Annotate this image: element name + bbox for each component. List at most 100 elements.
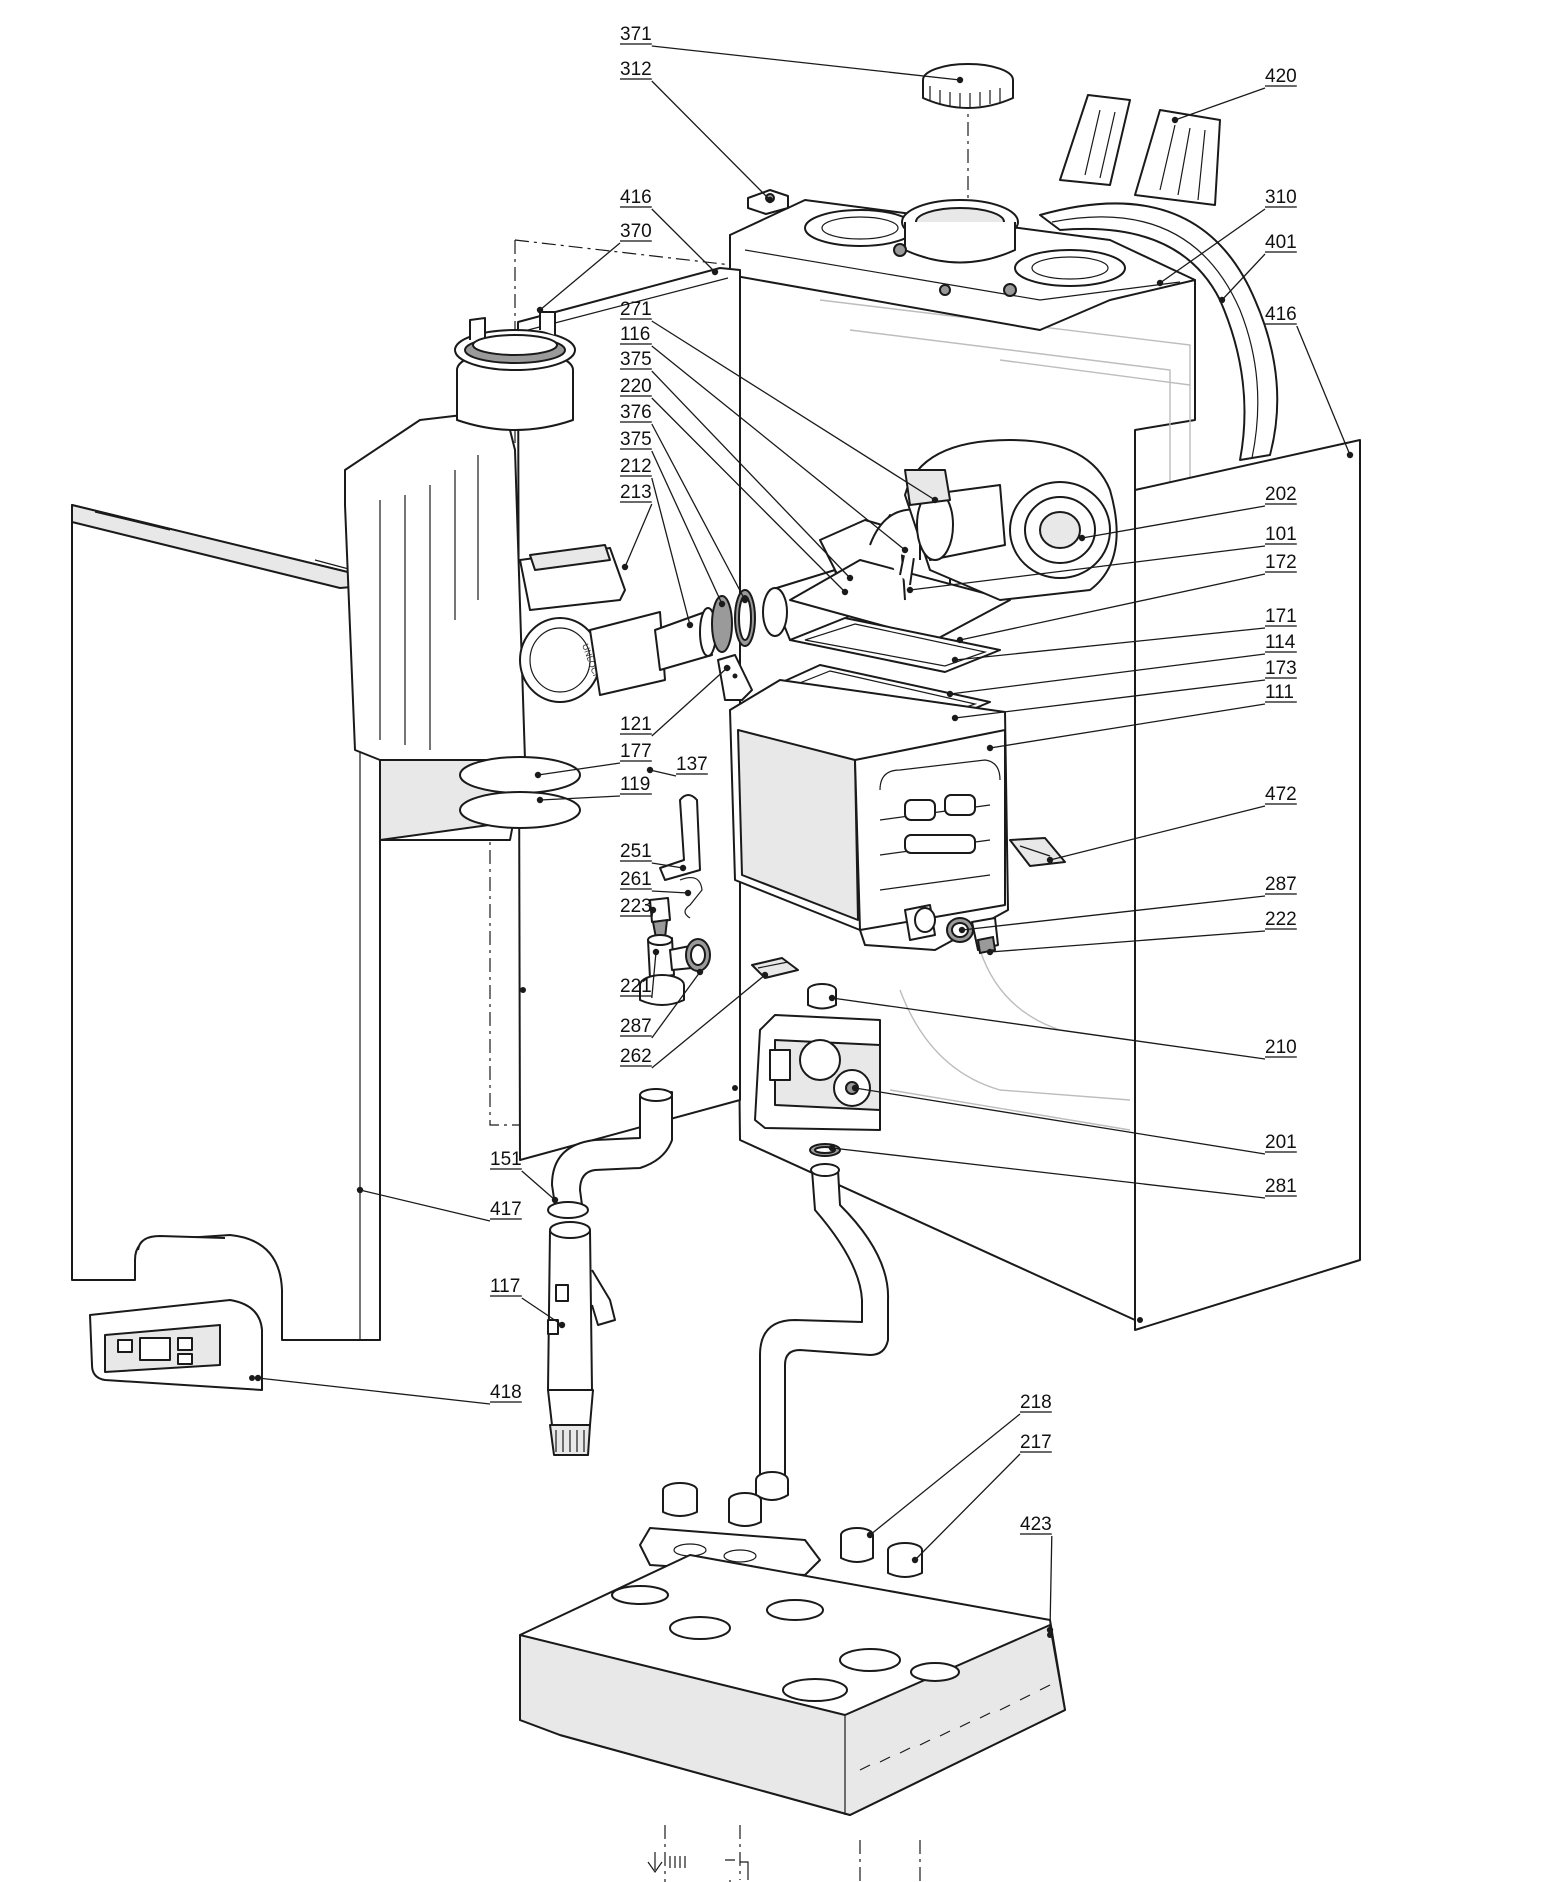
callout-leader-line [651,974,766,1069]
control-panel-418 [89,1299,263,1391]
callout-anchor-dot [1346,451,1354,459]
callout-119: 119 [536,774,652,804]
callout-leader-line [651,890,689,894]
callout-375: 375 [620,429,726,608]
callout-number: 370 [620,221,652,242]
callout-leader-line [651,397,846,593]
right-side-panel-416 [1134,439,1361,1331]
heating-flow-symbol [647,1852,686,1874]
callout-leader-line [949,653,1266,695]
callout-287: 287 [958,874,1297,934]
callout-number: 261 [620,869,652,890]
callout-anchor-dot [866,1531,874,1539]
callout-leader-line [989,930,1266,953]
callout-leader-line [1081,505,1266,539]
callout-anchor-dot [951,714,959,722]
callout-leader-line [954,627,1266,661]
callout-anchor-dot [828,994,836,1002]
callout-number: 119 [620,774,650,795]
callout-anchor-dot [679,864,687,872]
callout-117: 117 [490,1276,566,1329]
callout-anchor-dot [986,948,994,956]
callout-420: 420 [1171,66,1297,124]
callout-376: 376 [620,402,749,604]
callout-number: 212 [620,456,652,477]
callout-number: 218 [1020,1392,1052,1413]
callout-151: 151 [490,1149,559,1204]
callout-375: 375 [620,349,854,582]
callout-371: 371 [620,24,964,84]
callout-anchor-dot [1218,296,1226,304]
callout-leader-line [651,862,684,869]
callout-121: 121 [620,664,731,737]
callout-number: 472 [1265,784,1297,805]
callout-281: 281 [828,1144,1297,1199]
callout-leader-line [624,503,653,568]
gas-valve-201 [754,1014,881,1131]
callout-221: 221 [620,948,660,999]
callout-leader-line [539,795,621,801]
callout-leader-line [521,1170,556,1201]
callout-anchor-dot [254,1374,262,1382]
callout-leader-line [831,1147,1266,1199]
callout-leader-line [831,997,1266,1060]
callout-leader-line [651,971,701,1039]
callout-anchor-dot [841,588,849,596]
hose-251 [659,794,701,881]
gas-connector-210 [807,983,837,1010]
callout-number: 116 [620,324,650,345]
callout-leader-line [1296,325,1351,456]
callout-416: 416 [1265,304,1354,459]
callout-number: 111 [1265,682,1294,703]
rear-casing-401 [1039,202,1279,461]
callout-423: 423 [1020,1514,1054,1634]
callout-310: 310 [1156,187,1297,287]
callout-418: 418 [254,1374,522,1405]
callout-leader-line [959,573,1266,641]
callout-number: 217 [1020,1432,1052,1453]
venturi-pipe-212 [654,589,756,671]
callout-number: 287 [620,1016,652,1037]
callout-number: 173 [1265,658,1297,679]
callout-anchor-dot [846,574,854,582]
callout-223: 223 [620,896,657,919]
callout-number: 416 [620,187,652,208]
condensate-drain-symbol [725,1859,749,1882]
callout-202: 202 [1078,484,1297,542]
callout-261: 261 [620,869,692,897]
callout-leader-line [1159,208,1266,284]
callout-116: 116 [620,324,909,554]
callout-number: 401 [1265,232,1297,253]
callout-leader-line [869,1413,1021,1536]
clip-261 [679,877,703,919]
callout-leader-line [1174,87,1266,121]
callout-leader-line [651,423,746,601]
callout-222: 222 [986,909,1297,956]
callout-anchor-dot [901,546,909,554]
callout-271: 271 [620,299,939,504]
callout-anchor-dot [621,563,629,571]
callout-leader-line [257,1377,491,1405]
callout-101: 101 [906,524,1297,594]
callout-anchor-dot [741,596,749,604]
callout-217: 217 [911,1432,1052,1564]
callout-173: 173 [951,658,1297,722]
callout-leader-line [649,769,677,777]
callout-312: 312 [620,59,774,204]
callout-number: 151 [490,1149,522,1170]
callout-114: 114 [946,632,1297,698]
callout-leader-line [909,545,1266,591]
callout-262: 262 [620,971,769,1069]
callout-leader-line [651,951,657,999]
callout-leader-line [854,1087,1266,1155]
heat-exchanger-111 [729,679,1009,951]
fan-inlet-assembly-213: UNLOCK [519,544,666,703]
callout-251: 251 [620,841,687,872]
callout-anchor-dot [956,76,964,84]
callout-anchor-dot [711,268,719,276]
callout-leader-line [651,208,716,273]
o-ring-281 [809,1143,841,1157]
callout-anchor-dot [356,1186,364,1194]
callout-417: 417 [356,1186,522,1222]
callout-anchor-dot [551,1196,559,1204]
